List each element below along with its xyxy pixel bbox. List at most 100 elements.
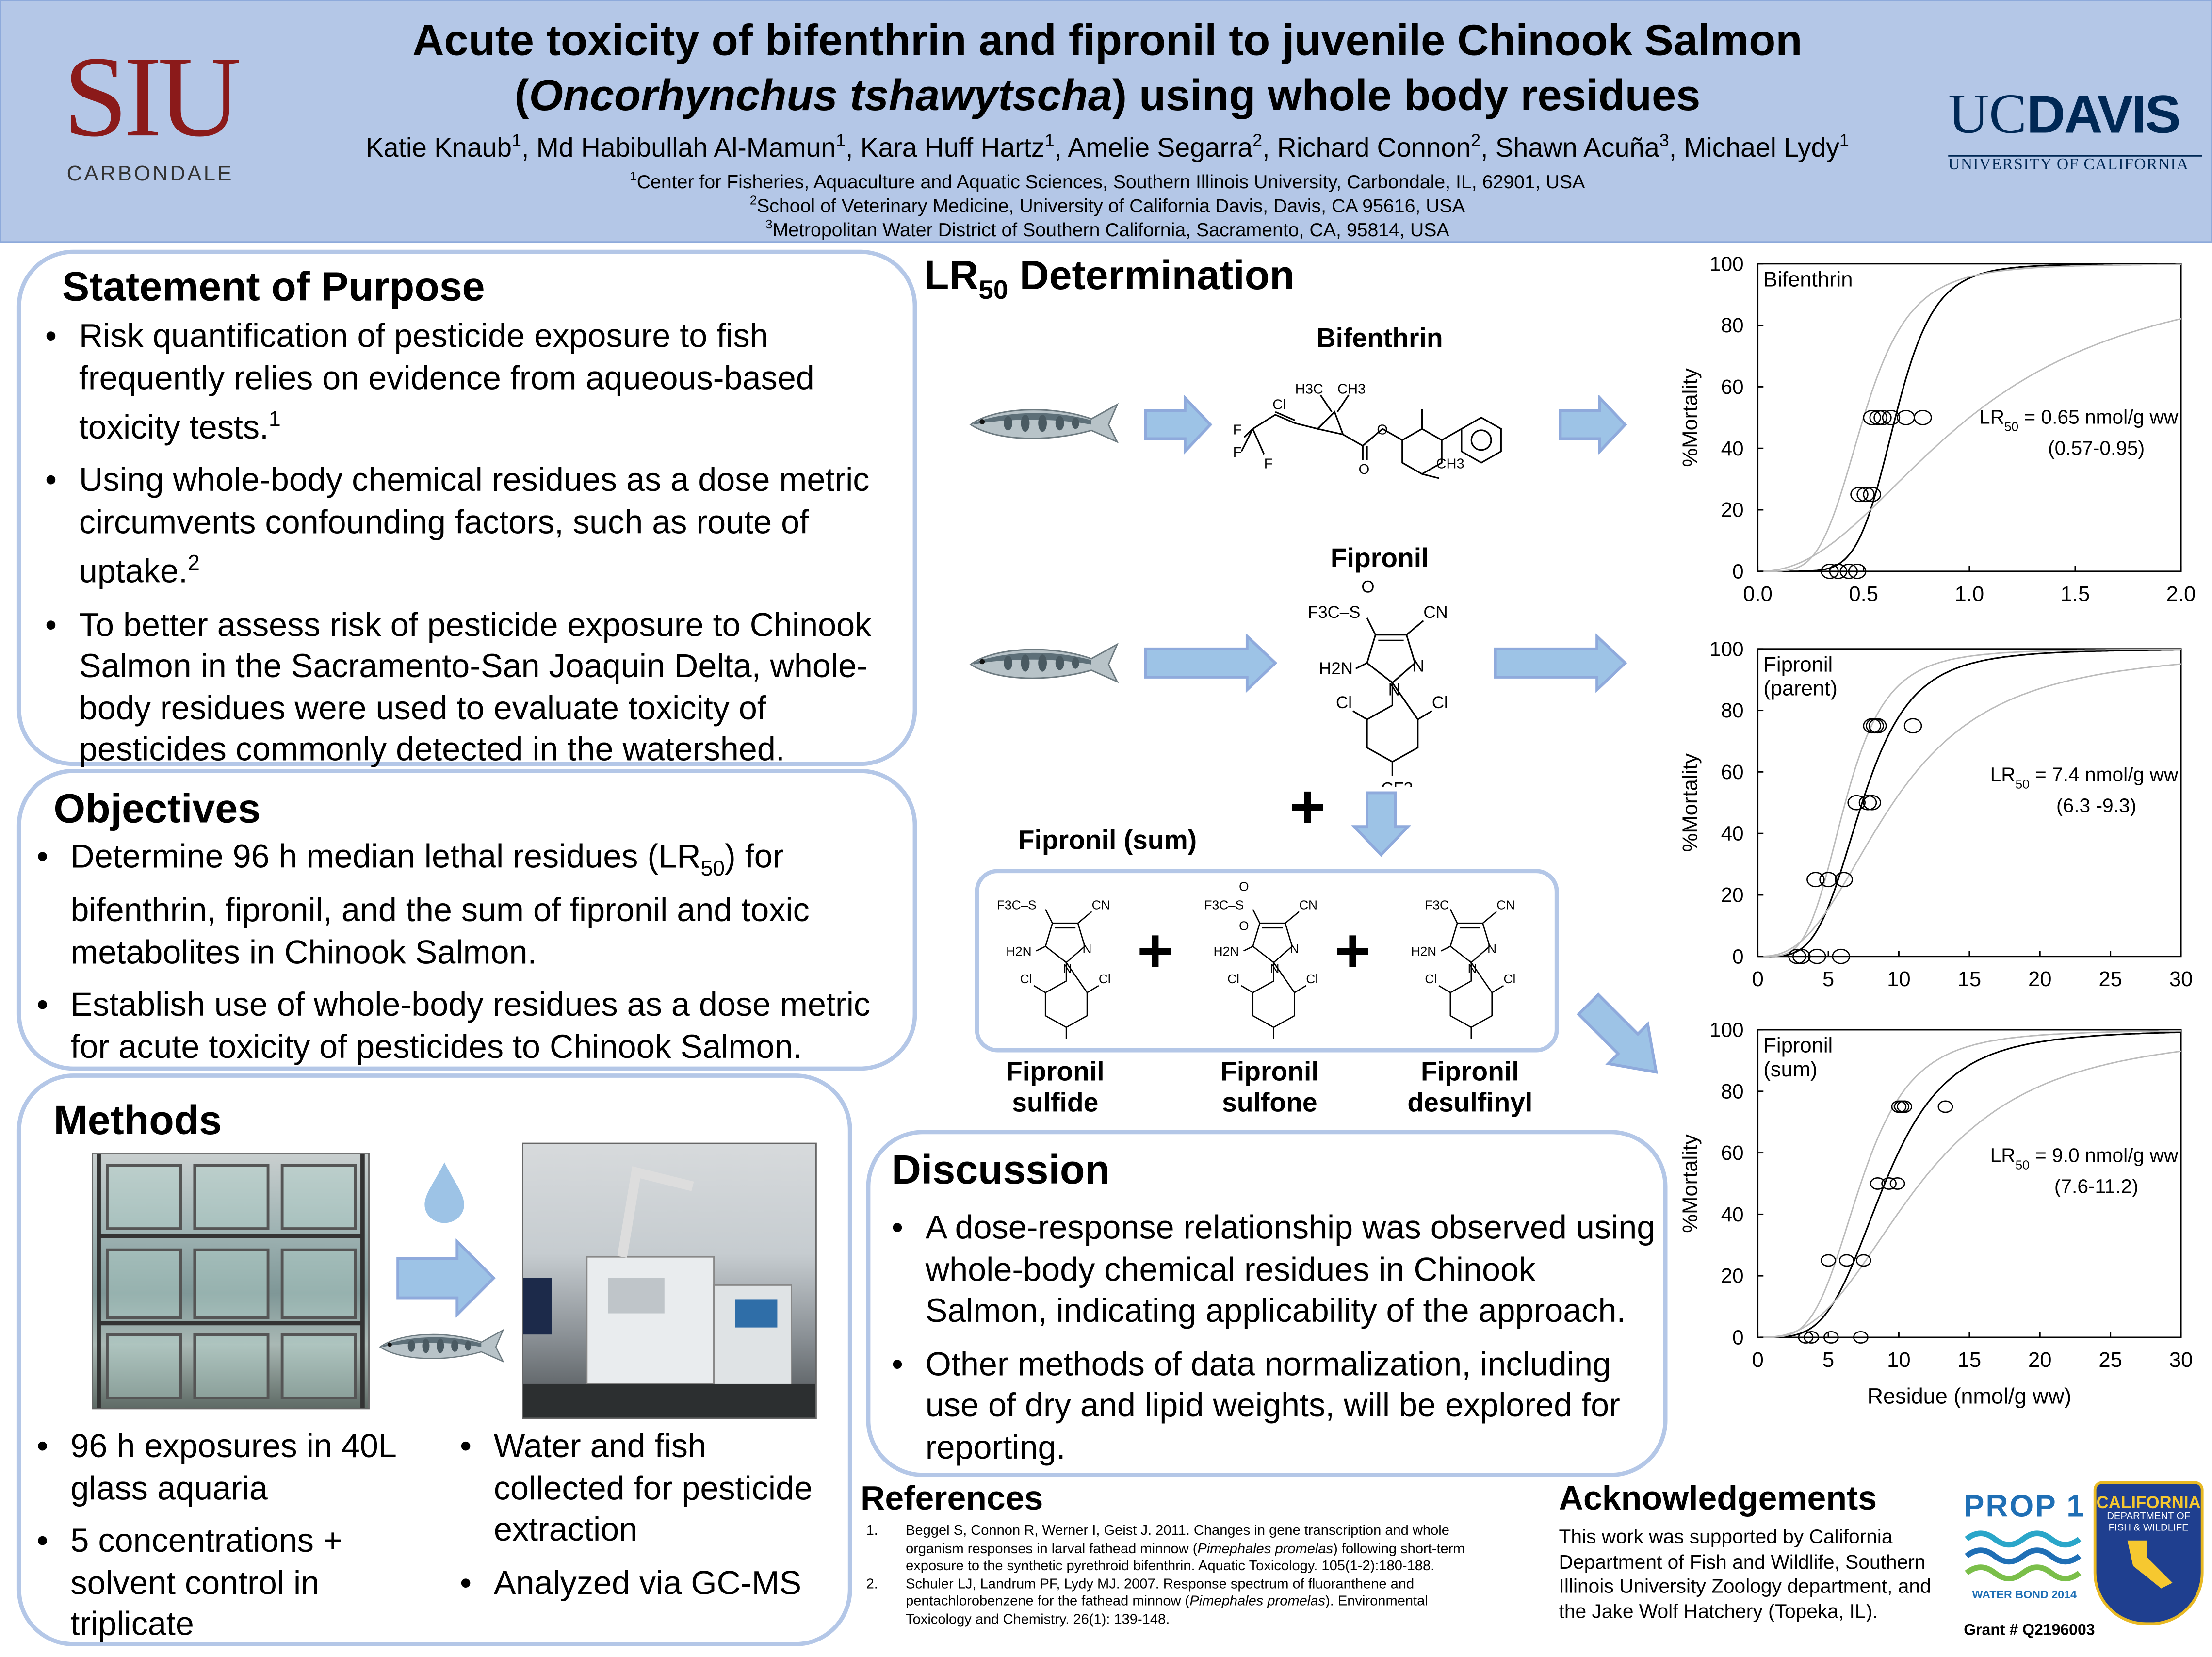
x-tick-label: 2.0 [2166,583,2196,606]
data-point [1853,1331,1869,1344]
ci-high-curve [1759,318,2181,572]
title-paren: ( [514,70,529,120]
data-point [1806,872,1825,888]
atom-label: Cl [1432,693,1448,712]
data-point [1788,948,1806,964]
y-tick-label: 40 [1721,1203,1744,1226]
data-point [1894,1100,1910,1113]
data-point [1863,487,1881,503]
x-tick-label: 10 [1887,1348,1911,1372]
plus-sign: + [1137,917,1173,986]
data-point [1839,563,1858,579]
x-tick-label: 0 [1752,1348,1763,1372]
bond-lines [1438,909,1504,1039]
y-tick-label: 80 [1721,1080,1744,1103]
x-tick-label: 20 [2028,1348,2052,1372]
data-point [1832,948,1850,964]
y-tick-label: 100 [1709,637,1743,660]
atom-label: N [1290,942,1299,956]
x-tick-label: 30 [2169,1348,2193,1372]
cdfw-logo: CALIFORNIA DEPARTMENT OF FISH & WILDLIFE [2093,1481,2204,1625]
data-point [1855,1254,1871,1267]
data-point [1863,409,1881,425]
methods-left-bullets: 96 h exposures in 40L glass aquaria 5 co… [34,1426,443,1657]
chart-title: Bifenthrin [1763,268,1853,291]
x-tick-label: 25 [2098,968,2122,991]
affiliation-3: 3Metropolitan Water District of Southern… [765,217,1449,241]
methods-right-bullets: Water and fish collected for pesticide e… [457,1426,838,1615]
atom-label: CF3 [1057,1042,1081,1044]
purpose-bullets: Risk quantification of pesticide exposur… [42,316,910,782]
atom-label: CN [1496,898,1515,912]
lr50-heading: LR50 Determination [924,254,1295,305]
data-point [1889,1177,1905,1190]
methods-bullet: Analyzed via GC-MS [457,1562,838,1604]
svg-text:H3C: H3C [1295,381,1323,397]
bond-lines [1241,909,1307,1039]
fipronil-label: Fipronil [1330,544,1429,574]
atom-label: Cl [1227,972,1239,986]
y-tick-label: 20 [1721,1265,1744,1287]
lr50-annotation: LR50 = 7.4 nmol/g ww [1990,763,2179,791]
y-tick-label: 0 [1732,945,1743,968]
atom-label: CF3 [1265,1042,1289,1044]
author: Kara Huff Hartz1 [860,131,1055,164]
x-tick-label: 20 [2028,968,2052,991]
author: Shawn Acuña3 [1495,131,1669,164]
data-point [1808,948,1826,964]
lr50-ci: (7.6-11.2) [2054,1175,2138,1198]
x-tick-label: 0.0 [1743,583,1773,606]
discussion-bullet: Other methods of data normalization, inc… [889,1344,1658,1468]
data-point [1829,563,1848,579]
x-tick-label: 5 [1822,1348,1834,1372]
x-tick-label: 0 [1752,968,1763,991]
y-tick-label: 100 [1709,252,1743,275]
arrow-diagonal-icon [1577,992,1658,1074]
data-point [1835,872,1853,888]
annotation-part: 50 [2016,777,2030,791]
chart-title-2: (sum) [1763,1058,1817,1081]
bond-lines [1352,617,1432,776]
reference-item: 2.Schuler LJ, Landrum PF, Lydy MJ. 2007.… [866,1576,1428,1627]
arrow-right-icon [1559,395,1627,455]
data-point [1821,1254,1836,1267]
x-tick-label: 25 [2098,1348,2122,1372]
objective-bullet: Establish use of whole-body residues as … [34,985,909,1068]
reference-list: 1.Beggel S, Connon R, Werner I, Geist J.… [861,1524,1496,1629]
y-tick-label: 20 [1721,499,1744,521]
y-axis-label: %Mortality [1679,753,1702,852]
data-point [1937,1100,1953,1113]
data-point [1897,1100,1912,1113]
annotation-part: = 0.65 nmol/g ww [2018,406,2179,428]
atom-label: N [1487,942,1496,956]
y-tick-label: 40 [1721,437,1744,460]
x-tick-label: 1.5 [2061,583,2090,606]
chart-title-2: (parent) [1763,677,1838,700]
siu-logo: SIU CARBONDALE [41,37,260,186]
purpose-bullet: To better assess risk of pesticide expos… [42,605,910,771]
affiliation-1: 1Center for Fisheries, Aquaculture and A… [630,169,1585,193]
ci-low-curve [1759,649,2181,958]
references-heading: References [861,1479,1043,1518]
atom-label: CF3 [1462,1042,1486,1044]
objectives-heading: Objectives [53,787,261,832]
author: Michael Lydy1 [1684,131,1849,164]
y-tick-label: 100 [1709,1019,1743,1041]
discussion-heading: Discussion [891,1148,1110,1194]
data-point [1869,409,1888,425]
svg-text:O: O [1377,422,1388,438]
annotation-part: = 9.0 nmol/g ww [2030,1144,2179,1167]
annotation-part: LR [1979,406,2004,428]
affiliation-2: 2School of Veterinary Medicine, Universi… [749,193,1465,217]
bifenthrin-label: Bifenthrin [1316,324,1443,354]
lr50-annotation: LR50 = 9.0 nmol/g ww [1990,1144,2179,1172]
y-tick-label: 60 [1721,1141,1744,1164]
oxygen-label: O [1239,919,1249,933]
atom-label: Cl [1020,972,1032,986]
x-tick-label: 0.5 [1849,583,1878,606]
discussion-bullet: A dose-response relationship was observe… [889,1207,1658,1332]
x-tick-label: 10 [1887,968,1911,991]
x-tick-label: 15 [1958,1348,1982,1372]
